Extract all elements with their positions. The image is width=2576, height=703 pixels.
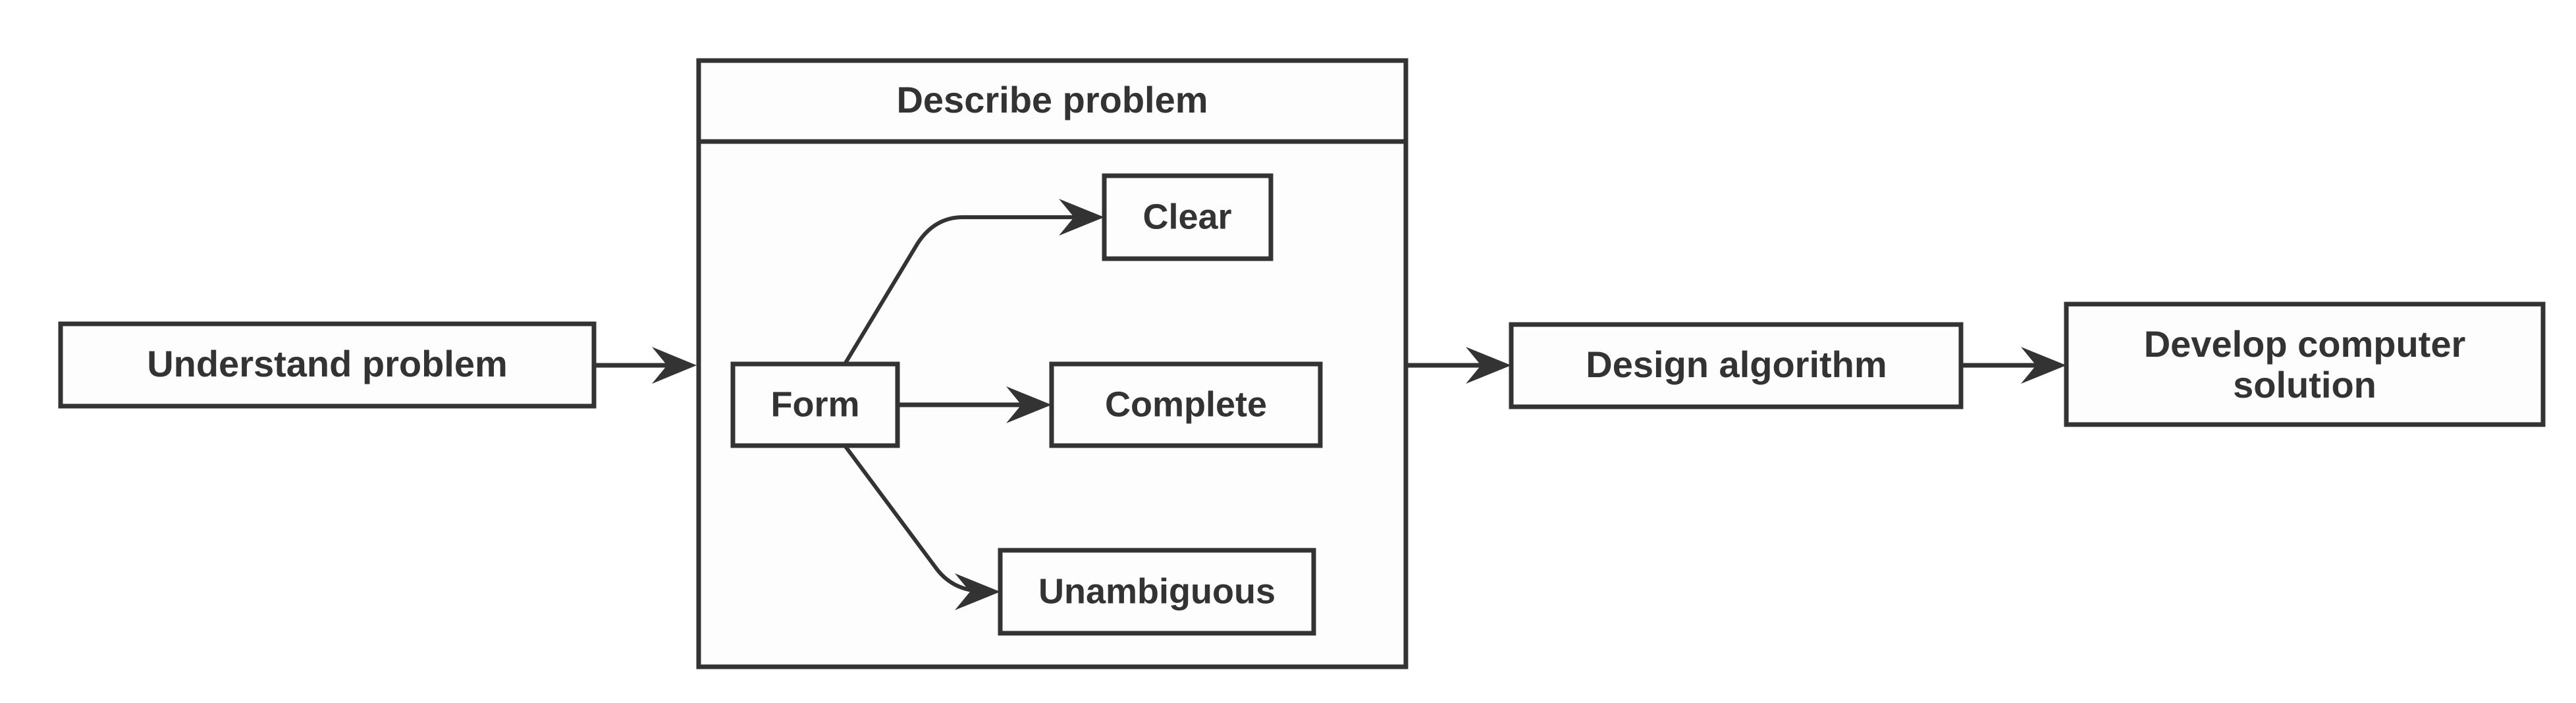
design-algorithm-box[interactable] [1509, 322, 1964, 409]
edge-form-to-complete-arrowhead [1006, 386, 1052, 423]
edge-design-to-develop-arrowhead [2021, 347, 2066, 384]
edge-form-to-unambiguous [843, 444, 1000, 610]
develop-computer-solution-label-line2: solution [2233, 364, 2376, 405]
node-complete[interactable]: Complete [1049, 361, 1323, 448]
node-clear[interactable]: Clear [1102, 173, 1274, 261]
node-unambiguous[interactable]: Unambiguous [998, 548, 1316, 636]
node-develop-computer-solution[interactable]: Develop computer solution [2064, 301, 2546, 427]
clear-box[interactable] [1102, 173, 1274, 261]
describe-problem-title: Describe problem [896, 79, 1208, 120]
edge-form-to-clear-line [843, 215, 1098, 366]
edge-design-to-develop [1961, 347, 2066, 384]
design-algorithm-label: Design algorithm [1586, 344, 1887, 385]
complete-label: Complete [1105, 384, 1267, 424]
node-design-algorithm[interactable]: Design algorithm [1509, 322, 1964, 409]
edge-understand-to-describe-arrowhead [652, 347, 697, 384]
node-understand-problem[interactable]: Understand problem [58, 321, 597, 409]
edge-form-to-clear-arrowhead [1059, 199, 1104, 236]
develop-computer-solution-box[interactable] [2064, 301, 2546, 427]
node-form[interactable]: Form [730, 361, 900, 448]
unambiguous-label: Unambiguous [1038, 571, 1275, 611]
edge-form-to-clear [843, 199, 1104, 366]
understand-problem-box[interactable] [58, 321, 597, 409]
edge-form-to-unambiguous-arrowhead [955, 573, 1000, 610]
edge-form-to-complete [898, 386, 1052, 423]
develop-computer-solution-label-line1: Develop computer [2144, 323, 2466, 365]
edge-describe-to-design-arrowhead [1466, 347, 1511, 384]
form-label: Form [771, 384, 860, 424]
unambiguous-box[interactable] [998, 548, 1316, 636]
clear-label: Clear [1142, 197, 1231, 236]
edge-describe-to-design [1406, 347, 1511, 384]
understand-problem-label: Understand problem [147, 343, 508, 384]
edge-understand-to-describe [594, 347, 697, 384]
